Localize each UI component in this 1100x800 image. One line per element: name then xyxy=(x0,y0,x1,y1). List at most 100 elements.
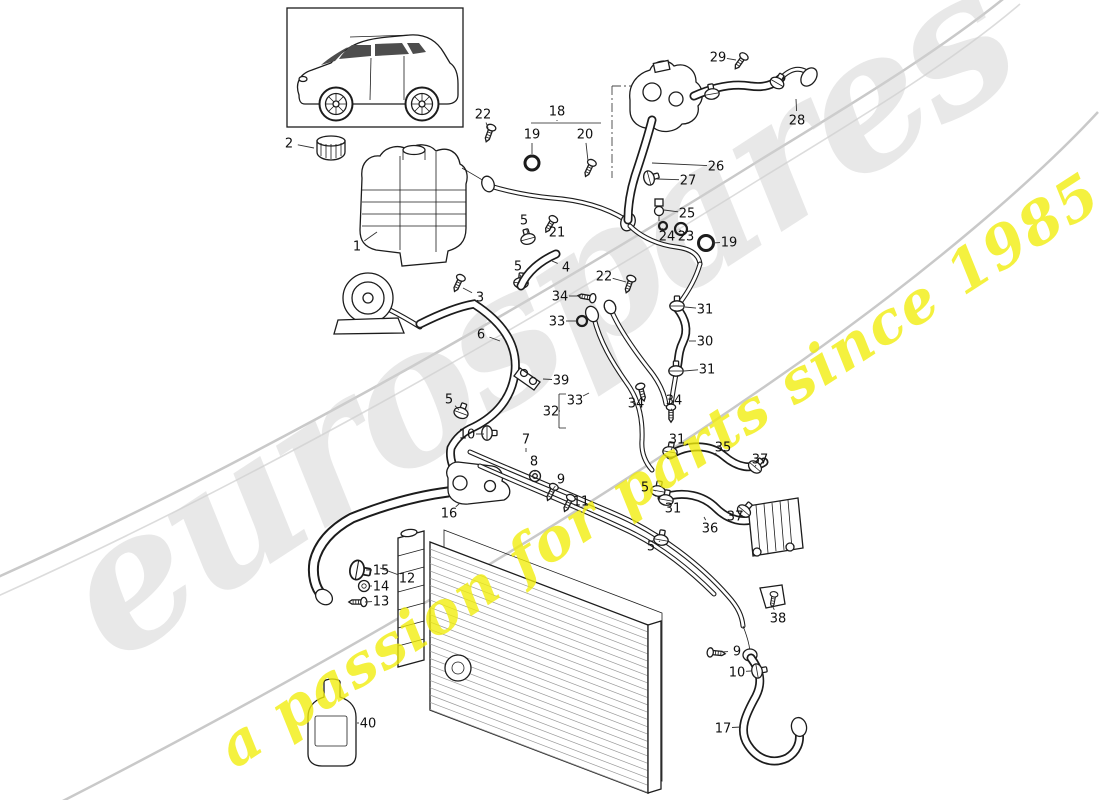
part-label-22[interactable]: 22 xyxy=(596,270,613,285)
part-label-1[interactable]: 1 xyxy=(353,240,361,255)
part-label-30[interactable]: 30 xyxy=(697,335,714,350)
part-label-5[interactable]: 5 xyxy=(514,260,522,275)
leader-line xyxy=(454,405,460,411)
lower-radiator-hose-12 xyxy=(307,486,454,606)
leader-line xyxy=(612,277,627,283)
part-label-34[interactable]: 34 xyxy=(628,397,645,412)
tank-cap xyxy=(316,135,346,161)
leader-line xyxy=(462,287,473,294)
part-label-37[interactable]: 37 xyxy=(752,453,769,468)
part-label-25[interactable]: 25 xyxy=(679,207,696,222)
screw-22 xyxy=(481,122,498,144)
part-label-24[interactable]: 24 xyxy=(659,230,676,245)
leader-line xyxy=(683,369,699,372)
leader-line xyxy=(551,260,558,264)
part-label-7[interactable]: 7 xyxy=(522,433,530,448)
leader-line xyxy=(455,502,461,508)
part-label-2[interactable]: 2 xyxy=(285,137,293,152)
leader-line xyxy=(670,446,674,451)
part-label-10[interactable]: 10 xyxy=(459,428,476,443)
part-label-26[interactable]: 26 xyxy=(708,160,725,175)
front-wheel xyxy=(318,86,354,122)
leader-line xyxy=(542,378,553,380)
leader-line xyxy=(364,231,378,242)
part-label-37[interactable]: 37 xyxy=(727,510,744,525)
part-label-33[interactable]: 33 xyxy=(567,394,584,409)
part-label-8[interactable]: 8 xyxy=(530,455,538,470)
part-label-19[interactable]: 19 xyxy=(721,236,738,251)
leader-line xyxy=(297,144,315,149)
leader-line xyxy=(585,142,589,162)
part-label-5[interactable]: 5 xyxy=(520,214,528,229)
leader-line xyxy=(552,485,556,490)
part-label-29[interactable]: 29 xyxy=(710,51,727,66)
hose-4 xyxy=(516,249,561,291)
part-label-40[interactable]: 40 xyxy=(360,717,377,732)
part-label-38[interactable]: 38 xyxy=(770,612,787,627)
pipe-bracket-39 xyxy=(513,367,541,391)
part-label-13[interactable]: 13 xyxy=(373,595,390,610)
screw-9 xyxy=(706,646,727,659)
part-label-22[interactable]: 22 xyxy=(475,108,492,123)
part-label-21[interactable]: 21 xyxy=(549,226,566,241)
clamp-10 xyxy=(749,661,769,680)
thermostat-housing xyxy=(611,59,703,178)
part-label-9[interactable]: 9 xyxy=(557,473,565,488)
part-label-10[interactable]: 10 xyxy=(729,666,746,681)
part-label-19[interactable]: 19 xyxy=(524,128,541,143)
hose-6 xyxy=(415,299,520,485)
part-label-15[interactable]: 15 xyxy=(373,564,390,579)
part-label-34[interactable]: 34 xyxy=(552,290,569,305)
part-label-12[interactable]: 12 xyxy=(399,572,416,587)
hose-17 xyxy=(739,625,808,766)
part-label-31[interactable]: 31 xyxy=(697,303,714,318)
part-label-11[interactable]: 11 xyxy=(573,495,590,510)
part-label-31[interactable]: 31 xyxy=(665,502,682,517)
part-label-16[interactable]: 16 xyxy=(441,507,458,522)
part-label-14[interactable]: 14 xyxy=(373,580,390,595)
part-label-39[interactable]: 39 xyxy=(553,374,570,389)
part-label-23[interactable]: 23 xyxy=(678,230,695,245)
rear-wheel xyxy=(404,86,440,122)
leader-line xyxy=(582,392,590,397)
part-label-27[interactable]: 27 xyxy=(680,174,697,189)
leader-line xyxy=(726,58,737,61)
leader-line xyxy=(663,209,679,213)
part-label-5[interactable]: 5 xyxy=(445,393,453,408)
part-label-31[interactable]: 31 xyxy=(699,363,716,378)
coolant-bottle xyxy=(307,678,357,767)
part-label-33[interactable]: 33 xyxy=(549,315,566,330)
part-label-35[interactable]: 35 xyxy=(715,441,732,456)
leader-line xyxy=(658,540,661,543)
part-label-20[interactable]: 20 xyxy=(577,128,594,143)
part-label-4[interactable]: 4 xyxy=(562,261,570,276)
leader-line xyxy=(731,726,742,728)
leader-line xyxy=(795,98,798,112)
part-label-31[interactable]: 31 xyxy=(669,433,686,448)
part-label-6[interactable]: 6 xyxy=(477,328,485,343)
part-label-5[interactable]: 5 xyxy=(647,540,655,555)
coolant-pump xyxy=(333,272,423,335)
leader-line xyxy=(379,567,399,576)
swoosh-curve xyxy=(0,3,1021,596)
part-label-36[interactable]: 36 xyxy=(702,522,719,537)
part-label-32[interactable]: 32 xyxy=(543,405,560,420)
leader-line xyxy=(670,408,673,412)
part-label-9[interactable]: 9 xyxy=(733,645,741,660)
part-label-3[interactable]: 3 xyxy=(476,291,484,306)
o-ring-23 xyxy=(673,221,689,237)
part-label-17[interactable]: 17 xyxy=(715,722,732,737)
part-label-18[interactable]: 18 xyxy=(549,105,566,120)
swoosh-curve xyxy=(0,0,1004,578)
swoosh-curve xyxy=(62,111,1099,800)
part-label-5[interactable]: 5 xyxy=(641,481,649,496)
part-label-28[interactable]: 28 xyxy=(789,114,806,129)
expansion-tank xyxy=(359,144,491,267)
coolant-pipes-32-33 xyxy=(558,299,669,473)
leader-line xyxy=(772,606,775,610)
leader-line xyxy=(526,228,529,235)
part-label-34[interactable]: 34 xyxy=(666,394,683,409)
